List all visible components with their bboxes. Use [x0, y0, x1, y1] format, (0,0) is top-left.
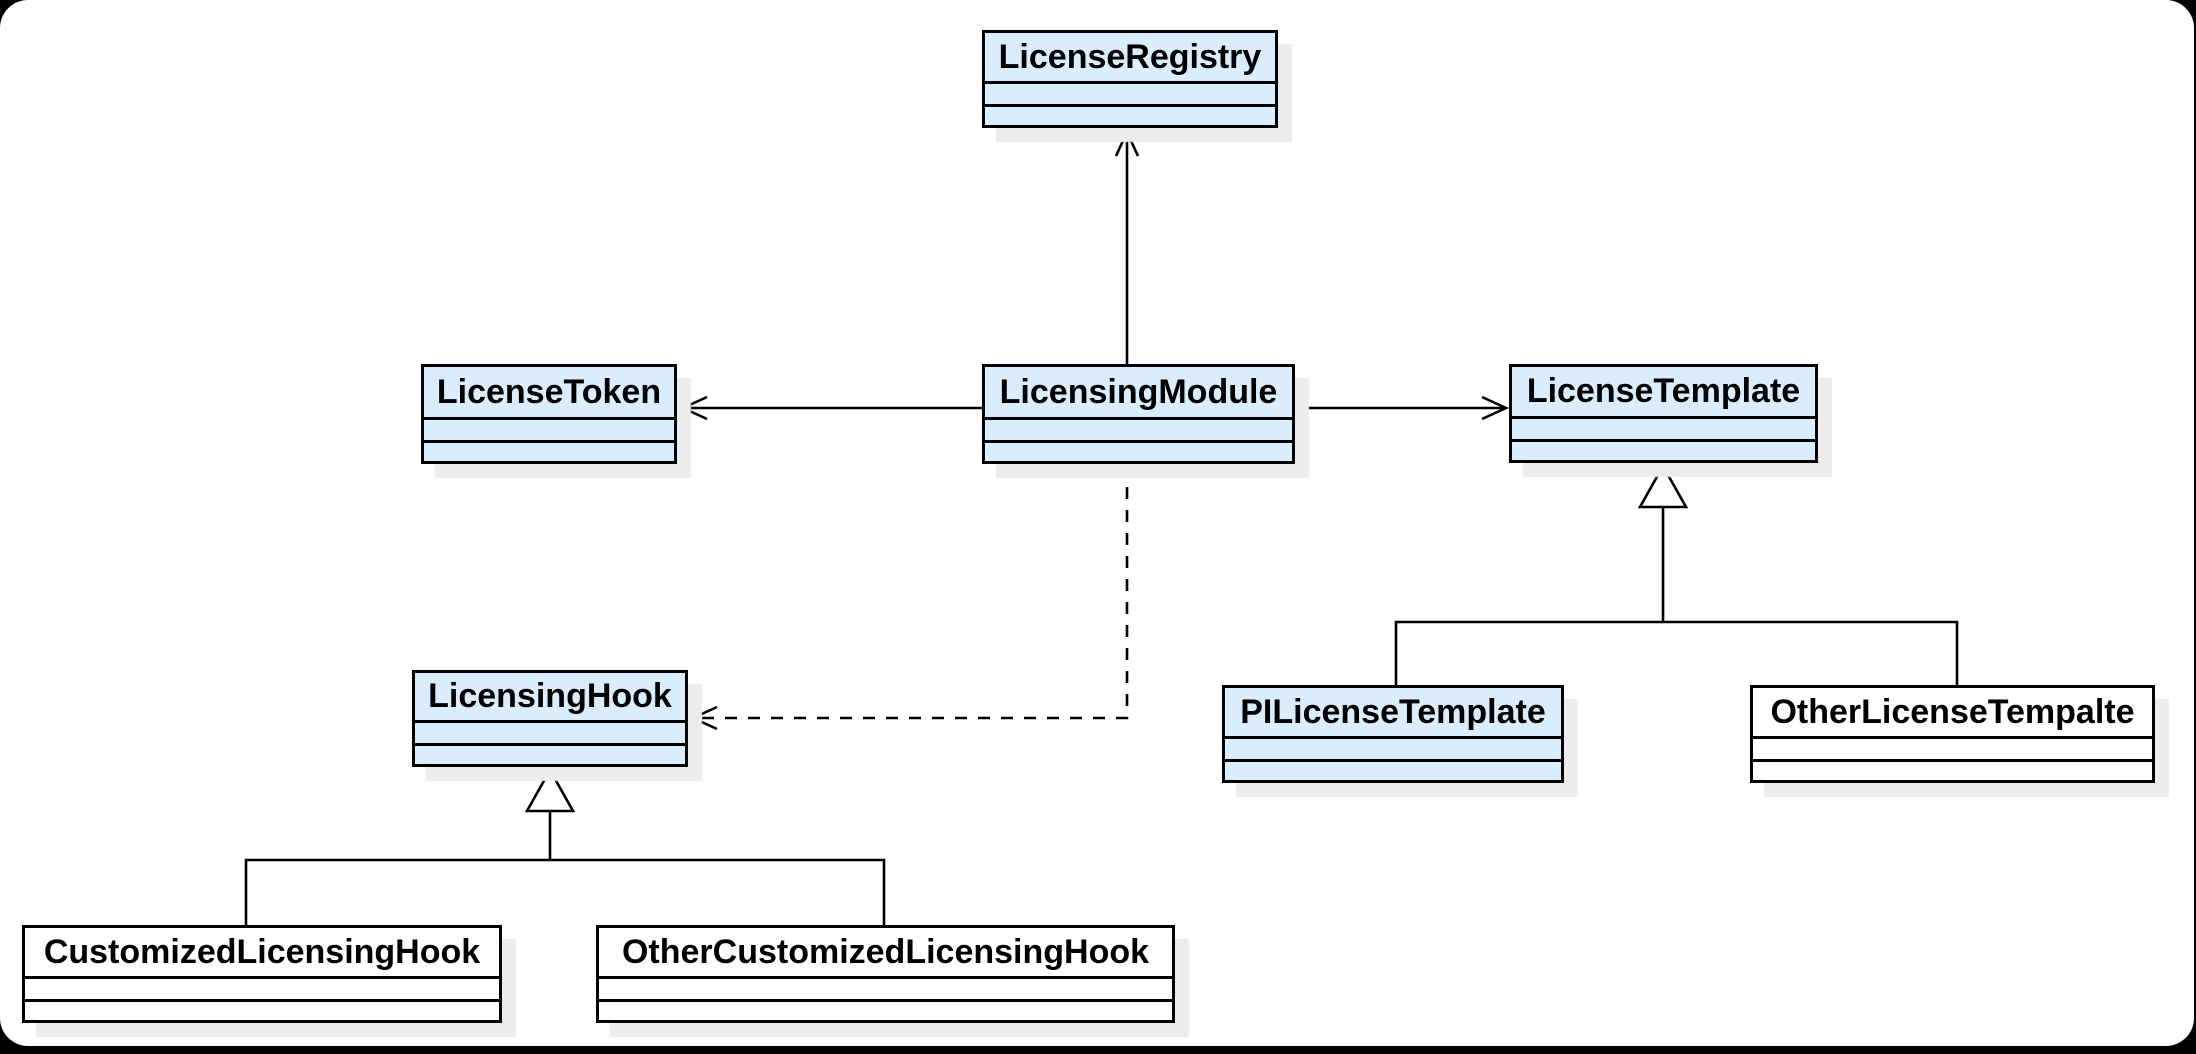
class-name: OtherLicenseTempalte	[1770, 692, 2135, 731]
arrowhead-open-icon	[679, 395, 708, 421]
class-name: PILicenseTemplate	[1240, 692, 1546, 731]
attributes-compartment	[25, 976, 499, 999]
attributes-compartment	[599, 976, 1172, 999]
operations-compartment	[1512, 439, 1815, 460]
class-box-license-registry: LicenseRegistry	[982, 30, 1278, 128]
operations-compartment	[985, 440, 1292, 461]
dependency-licensingmodule-licensinghook	[689, 464, 1129, 731]
arrowhead-open-icon	[689, 705, 718, 731]
class-name: OtherCustomizedLicensingHook	[621, 932, 1150, 971]
class-box-license-token: LicenseToken	[421, 364, 677, 464]
operations-compartment	[1225, 759, 1561, 780]
class-box-licensing-module: LicensingModule	[982, 364, 1295, 464]
class-box-customized-licensing-hook: CustomizedLicensingHook	[22, 925, 502, 1023]
class-box-other-customized-licensing-hook: OtherCustomizedLicensingHook	[596, 925, 1175, 1023]
attributes-compartment	[985, 81, 1275, 104]
class-name: LicensingHook	[428, 677, 672, 715]
arrowhead-open-icon	[1114, 128, 1140, 157]
class-name: LicensingModule	[999, 372, 1278, 411]
generalization-triangle-icon	[524, 767, 576, 813]
operations-compartment	[25, 999, 499, 1020]
class-box-licensing-hook: LicensingHook	[412, 670, 688, 767]
attributes-compartment	[415, 720, 685, 743]
generalization-licensetemplate-tree	[1394, 463, 1959, 685]
operations-compartment	[424, 440, 674, 461]
class-name: CustomizedLicensingHook	[43, 932, 481, 971]
attributes-compartment	[1225, 736, 1561, 759]
operations-compartment	[1753, 759, 2152, 780]
attributes-compartment	[424, 417, 674, 440]
association-licensingmodule-licenseregistry	[1114, 128, 1140, 364]
arrowhead-open-icon	[1481, 395, 1510, 421]
operations-compartment	[599, 999, 1172, 1020]
attributes-compartment	[1512, 416, 1815, 439]
generalization-triangle-icon	[1637, 463, 1689, 509]
operations-compartment	[415, 743, 685, 764]
class-box-other-license-tempalte: OtherLicenseTempalte	[1750, 685, 2155, 783]
attributes-compartment	[1753, 736, 2152, 759]
association-licensingmodule-licensetemplate	[1295, 395, 1510, 421]
class-name: LicenseToken	[436, 372, 662, 411]
operations-compartment	[985, 104, 1275, 125]
association-licensingmodule-licensetoken	[679, 395, 982, 421]
class-name: LicenseTemplate	[1526, 372, 1801, 410]
class-name: LicenseRegistry	[998, 37, 1262, 76]
attributes-compartment	[985, 417, 1292, 440]
generalization-licensinghook-tree	[244, 767, 886, 925]
class-box-pi-license-template: PILicenseTemplate	[1222, 685, 1564, 783]
class-box-license-template: LicenseTemplate	[1509, 364, 1818, 463]
